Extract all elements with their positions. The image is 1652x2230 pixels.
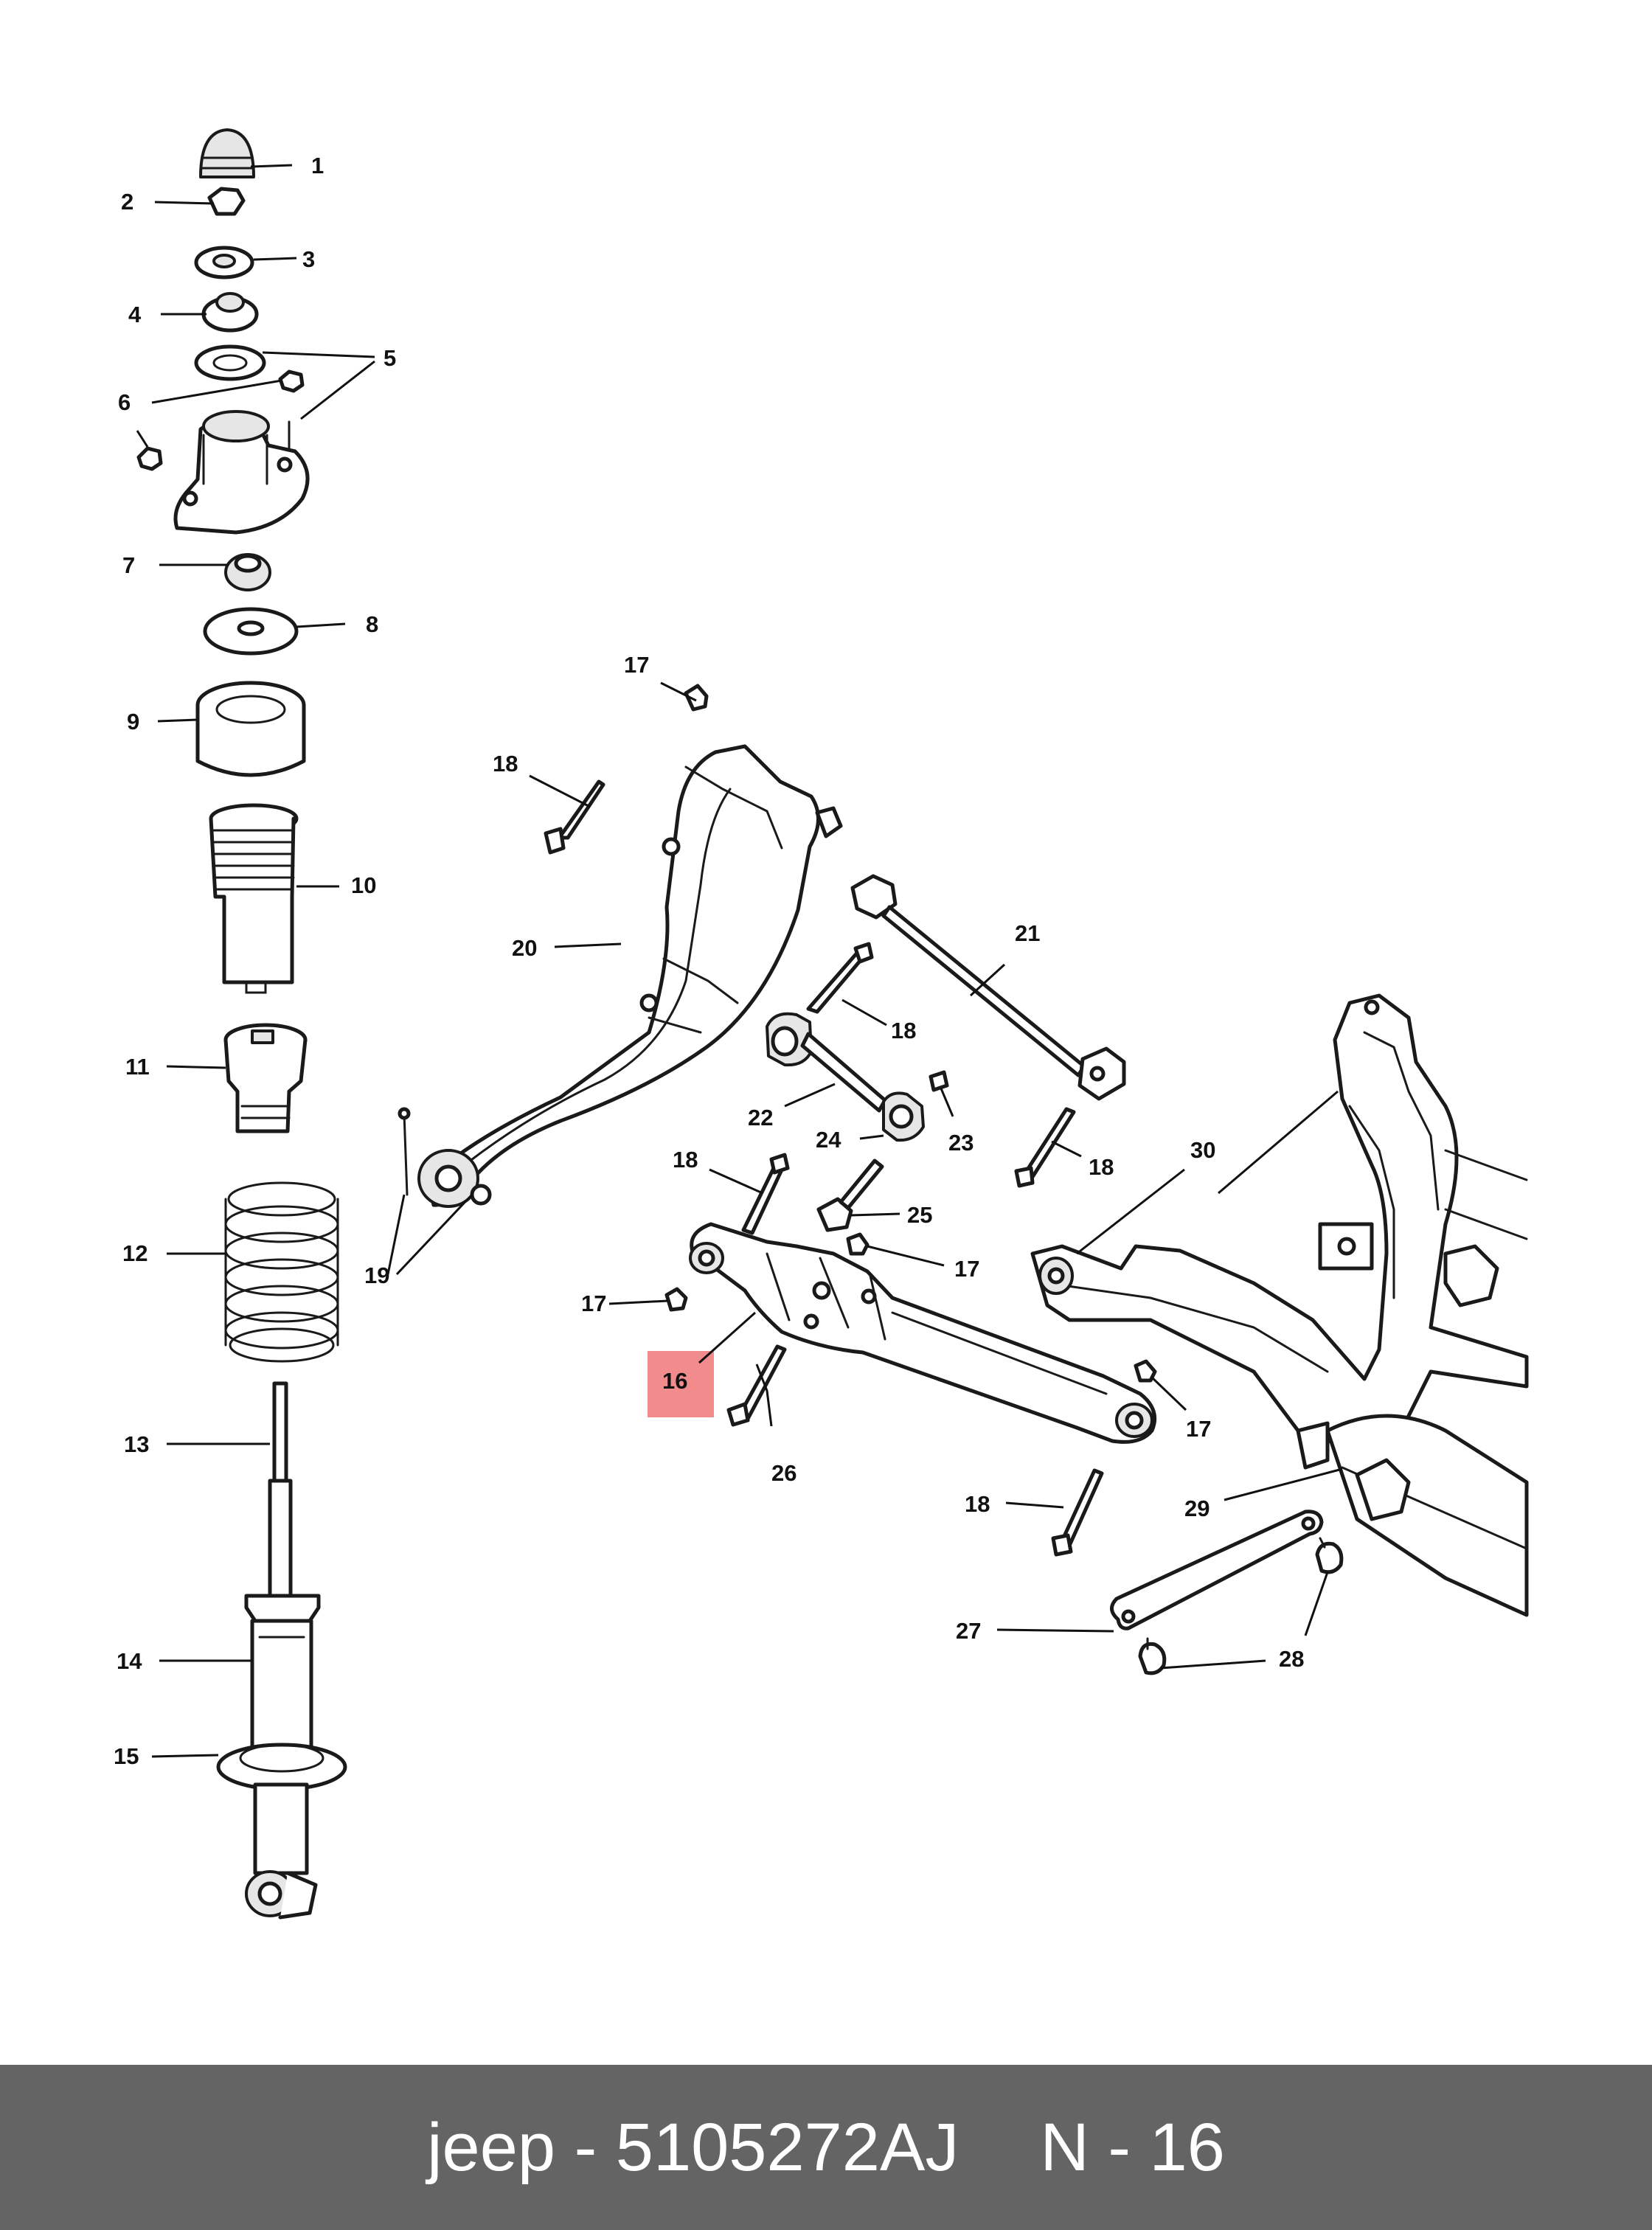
part-12-coil-spring [224, 1181, 339, 1363]
callout-12: 12 [122, 1240, 148, 1266]
part-2-nut [207, 187, 246, 216]
callout-16: 16 [662, 1368, 687, 1394]
callout-labels: 1 2 3 4 5 6 7 8 9 10 11 12 13 14 15 16 1… [114, 153, 1304, 1769]
callout-26: 26 [771, 1460, 796, 1486]
part-1-bumper-cap [199, 128, 255, 178]
part-11-jounce-bumper [223, 1023, 308, 1133]
callout-6: 6 [118, 389, 131, 415]
part-4-bushing [201, 292, 259, 333]
diagram-reference-text: N - 16 [1040, 2109, 1225, 2185]
exploded-parts-diagram: 1 2 3 4 5 6 7 8 9 10 11 12 13 14 15 16 1… [114, 128, 1529, 1920]
part-17-nut-left [664, 1287, 688, 1312]
part-30-crossmember [1030, 993, 1529, 1448]
callout-29: 29 [1184, 1496, 1210, 1521]
part-3-retainer [194, 246, 254, 279]
part-5-upper-mount [173, 410, 310, 535]
callout-16-highlight [648, 1351, 714, 1417]
part-26-bolt [726, 1344, 787, 1427]
callout-18-a: 18 [493, 751, 518, 777]
part-18-bolt-c [1014, 1107, 1076, 1188]
callout-27: 27 [956, 1618, 981, 1644]
part-22-toe-link [766, 1012, 887, 1113]
part-20-trailing-arm [417, 744, 843, 1208]
part-23-clip [929, 1070, 949, 1092]
callout-18-e: 18 [965, 1491, 990, 1517]
leader-lines [136, 164, 1343, 1758]
callout-14: 14 [117, 1648, 142, 1674]
part-28-clip-upper [1315, 1537, 1344, 1574]
part-27-stabilizer-link [1110, 1510, 1324, 1630]
callout-21: 21 [1015, 920, 1040, 946]
part-17-nut-mid [846, 1232, 870, 1256]
callout-15: 15 [114, 1743, 139, 1769]
callout-17-right: 17 [1186, 1416, 1211, 1442]
callout-17-mid: 17 [954, 1256, 979, 1282]
part-number-text: jeep - 5105272AJ [427, 2109, 959, 2185]
part-14-shock-body [244, 1594, 321, 1753]
callout-18-c: 18 [1089, 1154, 1114, 1180]
part-10-dust-boot [209, 803, 299, 994]
callout-3: 3 [302, 246, 315, 272]
callout-7: 7 [122, 552, 135, 578]
footer-bar: jeep - 5105272AJ N - 16 [0, 2065, 1652, 2230]
part-28-clip-lower [1138, 1637, 1167, 1675]
part-25-bolt [816, 1159, 884, 1232]
part-21-link [850, 874, 1126, 1101]
callout-4: 4 [128, 302, 142, 327]
callout-8: 8 [366, 611, 378, 637]
callout-24: 24 [816, 1127, 841, 1153]
part-18-bolt-e [1051, 1468, 1104, 1557]
callout-17-left: 17 [581, 1291, 606, 1316]
part-17-nut-right [1134, 1359, 1157, 1383]
part-6-nut-left [136, 446, 163, 471]
part-18-bolt-a [544, 779, 605, 855]
callout-23: 23 [948, 1130, 974, 1156]
callout-18-b: 18 [891, 1018, 916, 1043]
part-7-bushing [224, 553, 271, 591]
callout-5: 5 [384, 345, 396, 371]
callout-18-d: 18 [673, 1147, 698, 1173]
part-16-lower-control-arm [689, 1222, 1156, 1444]
part-5-seat [194, 344, 266, 381]
part-18-bolt-b [806, 942, 874, 1014]
callout-2: 2 [121, 189, 133, 215]
callout-11: 11 [125, 1054, 150, 1080]
callout-25: 25 [907, 1202, 932, 1228]
part-29-frame-rail [1296, 1414, 1529, 1617]
callout-17-top: 17 [624, 652, 649, 678]
callout-22: 22 [748, 1105, 773, 1130]
strut-assembly [136, 128, 347, 1920]
part-6-nut [278, 369, 305, 393]
part-18-bolt-d [741, 1153, 790, 1235]
part-24-bushing [882, 1091, 925, 1142]
part-19-bolt [398, 1107, 411, 1196]
callout-28: 28 [1279, 1646, 1304, 1672]
part-17-nut-top [684, 684, 709, 712]
callout-19: 19 [364, 1262, 389, 1288]
callout-9: 9 [127, 709, 139, 734]
callout-1: 1 [311, 153, 324, 178]
part-8-washer [203, 607, 299, 656]
callout-20: 20 [512, 935, 537, 961]
part-9-bearing [195, 681, 306, 777]
callout-10: 10 [351, 872, 376, 898]
part-13-piston-rod [268, 1381, 293, 1598]
part-15-spring-seat [216, 1743, 347, 1920]
callout-30: 30 [1190, 1137, 1215, 1163]
callout-13: 13 [124, 1431, 149, 1457]
